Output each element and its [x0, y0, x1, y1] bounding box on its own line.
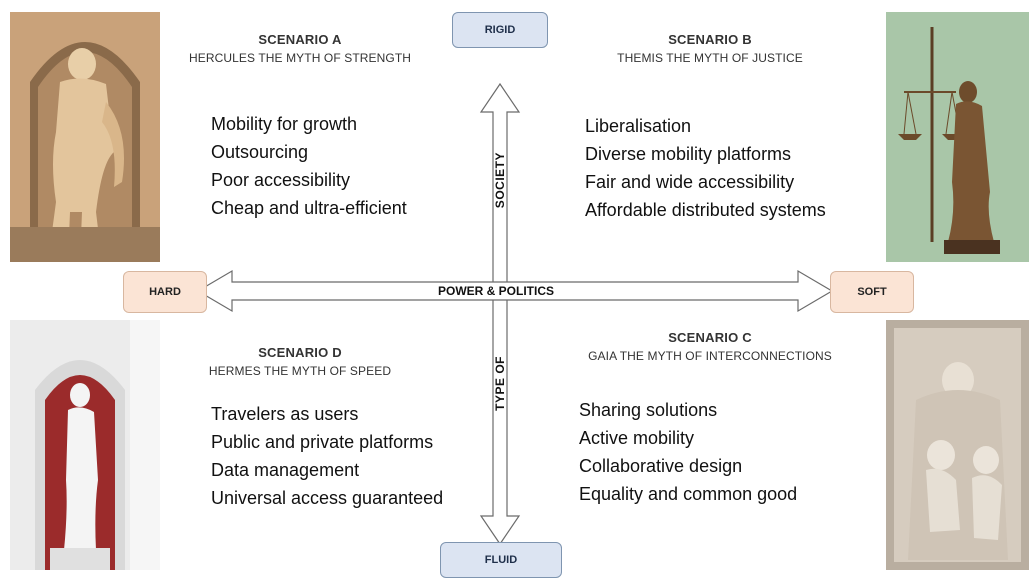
hermes-statue-image: [10, 320, 160, 570]
list-item: Fair and wide accessibility: [585, 172, 795, 192]
scenario-c-heading: SCENARIO C GAIA THE MYTH OF INTERCONNECT…: [570, 330, 850, 363]
scenario-c-subtitle: GAIA THE MYTH OF INTERCONNECTIONS: [588, 349, 832, 363]
scenario-a-title: SCENARIO A: [258, 32, 342, 47]
scenario-a-heading: SCENARIO A HERCULES THE MYTH OF STRENGTH: [165, 32, 435, 65]
themis-statue-image: [886, 12, 1029, 262]
vertical-axis-label-lower: TYPE OF: [493, 356, 507, 411]
hercules-statue-image: [10, 12, 160, 262]
scenario-c-title: SCENARIO C: [668, 330, 752, 345]
list-item: Mobility for growth: [211, 114, 358, 134]
scenario-d-subtitle: HERMES THE MYTH OF SPEED: [208, 364, 392, 378]
axis-top-box: RIGID: [452, 12, 548, 48]
list-item: Collaborative design: [579, 456, 743, 476]
list-item: Equality and common good: [579, 484, 798, 504]
horizontal-axis-label: POWER & POLITICS: [438, 284, 555, 298]
list-item: Diverse mobility platforms: [585, 144, 792, 164]
list-item: Active mobility: [579, 428, 695, 448]
scenario-c-list: Sharing solutions Active mobility Collab…: [579, 396, 797, 508]
list-item: Travelers as users: [211, 404, 359, 424]
scenario-b-title: SCENARIO B: [668, 32, 752, 47]
gaia-statue-image: [886, 320, 1029, 570]
axis-right-box: SOFT: [830, 271, 914, 313]
scenario-d-list: Travelers as users Public and private pl…: [211, 400, 443, 512]
scenario-b-subtitle: THEMIS THE MYTH OF JUSTICE: [617, 51, 803, 65]
list-item: Universal access guaranteed: [211, 488, 444, 508]
list-item: Poor accessibility: [211, 170, 351, 190]
list-item: Public and private platforms: [211, 432, 434, 452]
list-item: Liberalisation: [585, 116, 692, 136]
list-item: Affordable distributed systems: [585, 200, 826, 220]
scenario-d-heading: SCENARIO D HERMES THE MYTH OF SPEED: [180, 345, 420, 378]
scenario-d-title: SCENARIO D: [258, 345, 342, 360]
scenario-b-list: Liberalisation Diverse mobility platform…: [585, 112, 826, 224]
axis-left-box: HARD: [123, 271, 207, 313]
scenario-b-heading: SCENARIO B THEMIS THE MYTH OF JUSTICE: [590, 32, 830, 65]
vertical-axis-label-upper: SOCIETY: [493, 152, 507, 209]
list-item: Outsourcing: [211, 142, 309, 162]
list-item: Cheap and ultra-efficient: [211, 198, 407, 218]
list-item: Sharing solutions: [579, 400, 718, 420]
scenario-a-list: Mobility for growth Outsourcing Poor acc…: [211, 110, 407, 222]
axis-bottom-box: FLUID: [440, 542, 562, 578]
list-item: Data management: [211, 460, 360, 480]
scenario-a-subtitle: HERCULES THE MYTH OF STRENGTH: [188, 51, 412, 65]
